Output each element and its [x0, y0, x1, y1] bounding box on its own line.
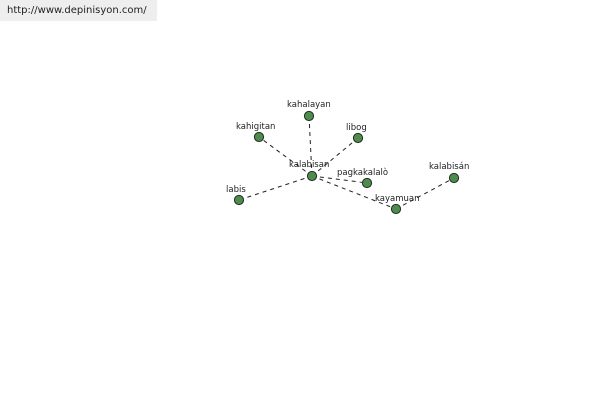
- edge-kalabisan-kahigitan: [258, 136, 313, 177]
- node-kahigitan[interactable]: [253, 131, 265, 143]
- url-text: http://www.depinisyon.com/: [7, 5, 147, 16]
- graph-edges: [238, 115, 455, 210]
- node-kalabisan[interactable]: [306, 170, 318, 182]
- url-bar: http://www.depinisyon.com/: [0, 0, 157, 21]
- node-label-libog: libog: [346, 123, 367, 133]
- node-labis[interactable]: [233, 194, 245, 206]
- edge-kayamuan-kalabisan2: [395, 177, 455, 210]
- node-label-kahalayan: kahalayan: [287, 100, 331, 110]
- graph-labels: kalabisan kahalayan kahigitan libog labis pag…: [226, 100, 469, 204]
- node-kalabisan2[interactable]: [448, 172, 460, 184]
- edge-kalabisan-kahalayan: [308, 115, 313, 177]
- edge-kalabisan-pagkakalalo: [311, 175, 368, 184]
- node-kahalayan[interactable]: [303, 110, 315, 122]
- edge-kalabisan-libog: [311, 137, 359, 177]
- node-label-kahigitan: kahigitan: [236, 122, 275, 132]
- node-pagkakalalo[interactable]: [361, 177, 373, 189]
- node-label-kayamuan: kayamuan: [375, 194, 419, 204]
- node-kayamuan[interactable]: [390, 203, 402, 215]
- node-label-labis: labis: [226, 185, 246, 195]
- node-label-kalabisan: kalabisan: [289, 160, 329, 170]
- node-label-pagkakalalo: pagkakalalò: [337, 167, 388, 178]
- node-label-kalabisan2: kalabisán: [429, 162, 469, 172]
- edge-kalabisan-kayamuan: [311, 175, 397, 210]
- node-libog[interactable]: [352, 132, 364, 144]
- edge-kalabisan-labis: [238, 175, 313, 201]
- graph-nodes: [233, 110, 460, 215]
